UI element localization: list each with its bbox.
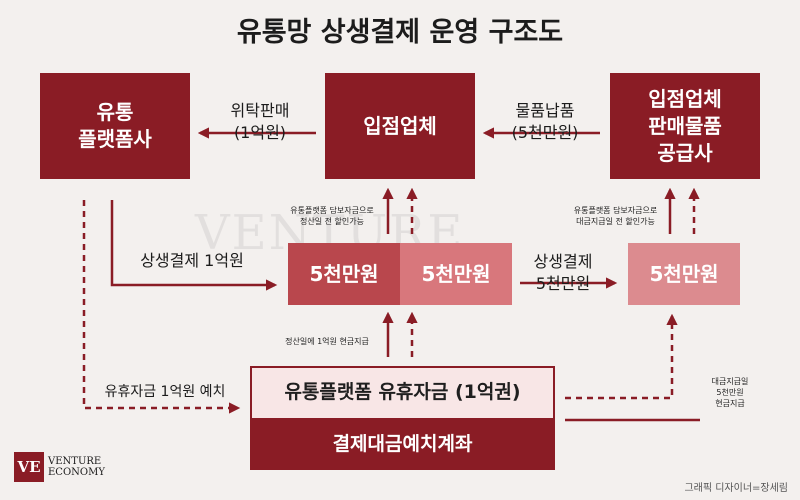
amount-box-b: 5천만원 [400, 243, 512, 305]
supplier-line-2: 판매물품 [648, 113, 722, 138]
payment-50m-line-1: 상생결제 [533, 252, 593, 271]
discount-note-1-line-2: 정산일 전 할인가능 [300, 216, 364, 226]
supplier-line-1: 입점업체 [648, 86, 722, 111]
discount-note-2-line-1: 유통플랫폼 담보자금으로 [573, 206, 658, 215]
page-title: 유통망 상생결제 운영 구조도 [236, 17, 564, 48]
consignment-line-1: 위탁판매 [230, 101, 290, 120]
logo-line-1: VENTURE [48, 455, 102, 467]
payment-50m-line-2: 5천만원 [535, 274, 591, 294]
arrow-reserve-c [565, 313, 678, 400]
payment-day-line-2: 5천만원 [716, 387, 744, 397]
delivery-label: 물품납품 (5천만원) [495, 100, 595, 145]
logo-mark-icon: VE [14, 452, 44, 482]
settlement-cash-note: 정산일에 1억원 현금지급 [285, 337, 369, 346]
amount-a-label: 5천만원 [309, 261, 379, 286]
payment-100m-label: 상생결제 1억원 [140, 251, 244, 270]
escrow-label: 결제대금예치계좌 [332, 433, 473, 456]
vendor-box: 입점업체 [325, 73, 475, 179]
discount-note-1-line-1: 유통플랫폼 담보자금으로 [290, 206, 374, 215]
consignment-line-2: (1억원) [233, 123, 287, 143]
platform-line-1: 유통 [96, 100, 134, 124]
reserve-label: 유통플랫폼 유휴자금 (1억권) [284, 381, 521, 404]
payment-day-line-3: 현금지급 [715, 398, 745, 408]
credit-text: 그래픽 디자이너=장세림 [684, 483, 788, 494]
deposit-label: 유휴자금 1억원 예치 [104, 384, 226, 400]
payment-50m-label: 상생결제 5천만원 [518, 251, 608, 296]
vendor-label: 입점업체 [363, 113, 437, 138]
escrow-box: 결제대금예치계좌 [250, 420, 555, 470]
arrow-payment-100m [110, 200, 278, 291]
consignment-label: 위탁판매 (1억원) [210, 100, 310, 145]
amount-c-label: 5천만원 [649, 261, 719, 286]
supplier-line-3: 공급사 [657, 140, 713, 165]
logo-line-2: ECONOMY [48, 467, 105, 478]
arrow-deposit [82, 200, 241, 414]
amount-box-c: 5천만원 [628, 243, 740, 305]
reserve-box: 유통플랫폼 유휴자금 (1억권) [250, 366, 555, 420]
delivery-line-2: (5천만원) [511, 123, 579, 143]
delivery-line-1: 물품납품 [515, 101, 575, 120]
amount-b-label: 5천만원 [421, 261, 491, 286]
amount-box-a: 5천만원 [288, 243, 400, 305]
discount-note-2-line-2: 대금지급일 전 할인가능 [576, 216, 655, 226]
payment-day-line-1: 대금지급일 [711, 377, 749, 386]
platform-line-2: 플랫폼사 [78, 127, 152, 151]
